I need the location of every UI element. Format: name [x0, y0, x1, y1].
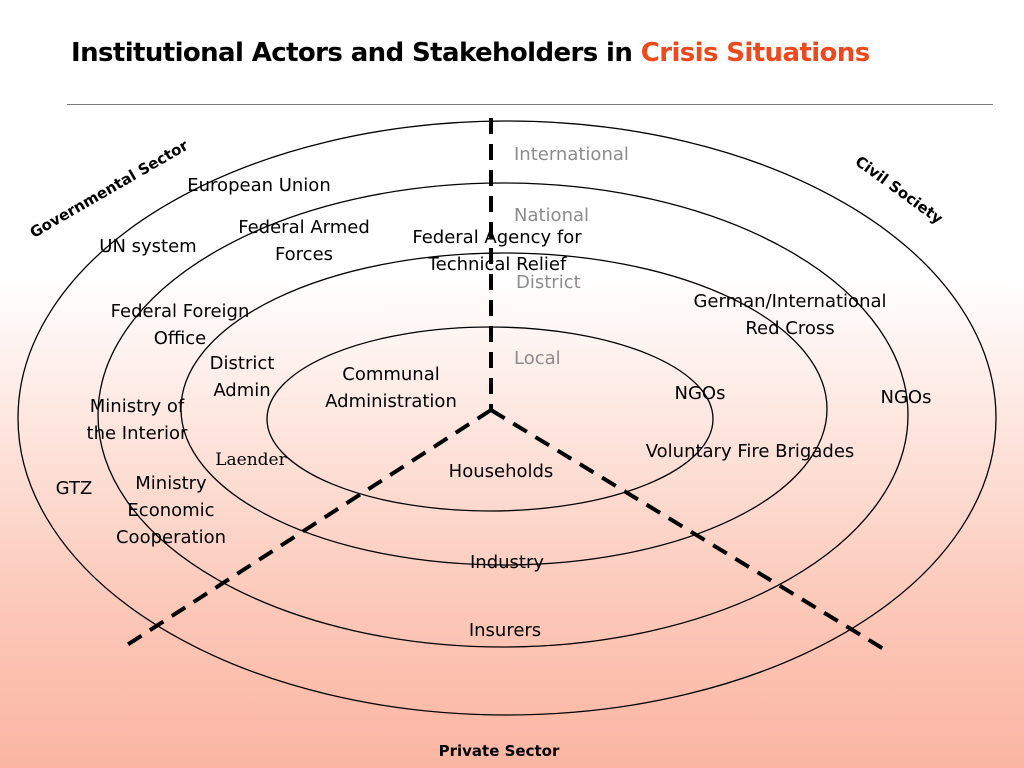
actor-insurers: Insurers: [468, 620, 542, 641]
title-main: Institutional Actors and Stakeholders in: [71, 38, 641, 68]
level-district: District: [516, 272, 581, 293]
actor-federal-agency-technical-relief: Federal Agency for Technical Relief: [412, 227, 582, 275]
actor-industry: Industry: [469, 552, 545, 573]
page-title: Institutional Actors and Stakeholders in…: [71, 38, 870, 68]
divider-left: [125, 408, 493, 647]
level-international: International: [514, 144, 629, 165]
actor-red-cross: German/International Red Cross: [693, 291, 887, 339]
level-local: Local: [514, 348, 561, 369]
ring-national: [97, 182, 909, 648]
actor-federal-armed-forces: Federal Armed Forces: [238, 217, 370, 265]
actor-laender: Laender: [215, 450, 287, 470]
actor-gtz: GTZ: [55, 478, 93, 499]
actor-communal-administration: Communal Administration: [325, 364, 457, 412]
actor-voluntary-fire-brigades: Voluntary Fire Brigades: [645, 441, 855, 462]
actor-ministry-economic-cooperation: Ministry Economic Cooperation: [115, 473, 227, 548]
title-highlight: Crisis Situations: [640, 38, 870, 68]
actor-european-union: European Union: [187, 175, 331, 196]
actor-district-admin: District Admin: [209, 353, 275, 401]
ring-district: [180, 252, 828, 566]
sector-private: Private Sector: [438, 742, 560, 760]
actor-un-system: UN system: [99, 236, 197, 257]
actor-ministry-interior: Ministry of the Interior: [86, 396, 188, 444]
ring-international: [17, 120, 997, 716]
actor-federal-foreign-office: Federal Foreign Office: [110, 301, 250, 349]
title-divider: [67, 104, 993, 105]
actor-ngos-district: NGOs: [674, 383, 726, 404]
actor-households: Households: [448, 461, 554, 482]
level-national: National: [514, 205, 590, 226]
actor-ngos-international: NGOs: [880, 387, 932, 408]
